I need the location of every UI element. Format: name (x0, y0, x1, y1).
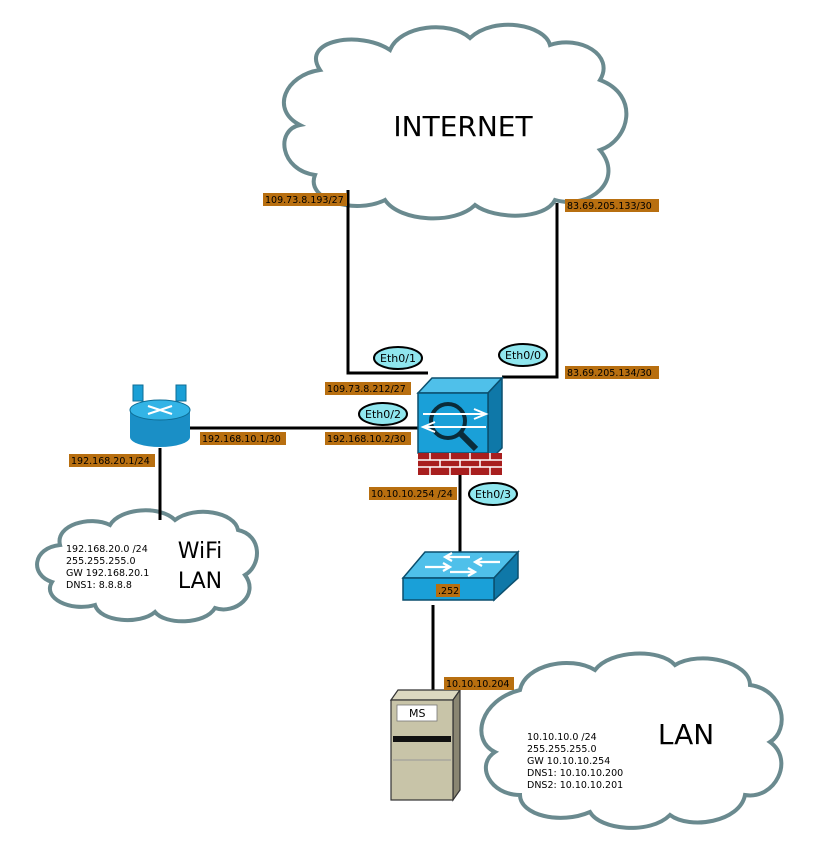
ip-fw-eth02: 192.168.10.2/30 (327, 434, 406, 445)
lan-info-5: DNS2: 10.10.10.201 (527, 780, 623, 791)
wifi-title-line2: LAN (178, 569, 222, 594)
lan-cloud: 10.10.10.0 /24 255.255.255.0 GW 10.10.10… (479, 651, 784, 830)
ip-label-router-lan: 192.168.20.1/24 (69, 454, 155, 467)
wifi-info-1: 192.168.20.0 /24 (66, 544, 148, 555)
lan-info-1: 10.10.10.0 /24 (527, 732, 597, 743)
eth03-bubble[interactable]: Eth0/3 (468, 482, 518, 506)
eth01-label: Eth0/1 (380, 352, 416, 365)
ip-isp1-gw: 109.73.8.193/27 (265, 195, 344, 206)
wifi-info-3: GW 192.168.20.1 (66, 568, 149, 579)
switch-icon[interactable] (401, 550, 520, 602)
ip-label-fw-eth00: 83.69.205.134/30 (565, 366, 659, 379)
ip-label-fw-eth02: 192.168.10.2/30 (325, 432, 411, 445)
eth02-label: Eth0/2 (365, 408, 401, 421)
ip-router-wan: 192.168.10.1/30 (202, 434, 281, 445)
ip-fw-eth03: 10.10.10.254 /24 (371, 489, 453, 500)
eth00-label: Eth0/0 (505, 349, 541, 362)
ip-isp2-gw: 83.69.205.133/30 (567, 201, 652, 212)
internet-cloud: INTERNET (281, 22, 629, 221)
wifi-title-line1: WiFi (178, 539, 223, 564)
eth00-bubble[interactable]: Eth0/0 (498, 343, 548, 367)
wifi-info-4: DNS1: 8.8.8.8 (66, 580, 132, 591)
link-isp2 (502, 203, 559, 379)
lan-info-4: DNS1: 10.10.10.200 (527, 768, 623, 779)
wifi-info-2: 255.255.255.0 (66, 556, 136, 567)
server-label: MS (409, 707, 425, 720)
ip-router-lan: 192.168.20.1/24 (71, 456, 150, 467)
lan-info-3: GW 10.10.10.254 (527, 756, 610, 767)
ip-server: 10.10.10.204 (446, 679, 509, 690)
ip-fw-eth01: 109.73.8.212/27 (327, 384, 406, 395)
eth03-label: Eth0/3 (475, 488, 511, 501)
link-isp1 (346, 190, 428, 375)
ip-label-switch: .252 (436, 584, 460, 597)
ip-label-fw-eth01: 109.73.8.212/27 (325, 382, 411, 395)
lan-title: LAN (658, 718, 714, 751)
ip-label-fw-eth03: 10.10.10.254 /24 (369, 487, 457, 500)
ip-label-server: 10.10.10.204 (444, 677, 514, 690)
router-icon[interactable] (129, 384, 191, 447)
ip-switch: .252 (438, 586, 459, 597)
links (158, 190, 559, 690)
lan-info-2: 255.255.255.0 (527, 744, 597, 755)
ip-label-isp2-gw: 83.69.205.133/30 (565, 199, 659, 212)
eth01-bubble[interactable]: Eth0/1 (373, 346, 423, 370)
ip-label-router-wan: 192.168.10.1/30 (200, 432, 286, 445)
server-icon[interactable]: MS (389, 688, 462, 802)
firewall-icon[interactable] (416, 376, 504, 475)
eth02-bubble[interactable]: Eth0/2 (358, 402, 408, 426)
ip-fw-eth00: 83.69.205.134/30 (567, 368, 652, 379)
internet-title: INTERNET (393, 110, 533, 143)
wifi-cloud: 192.168.20.0 /24 255.255.255.0 GW 192.16… (35, 508, 259, 624)
ip-label-isp1-gw: 109.73.8.193/27 (263, 193, 347, 206)
